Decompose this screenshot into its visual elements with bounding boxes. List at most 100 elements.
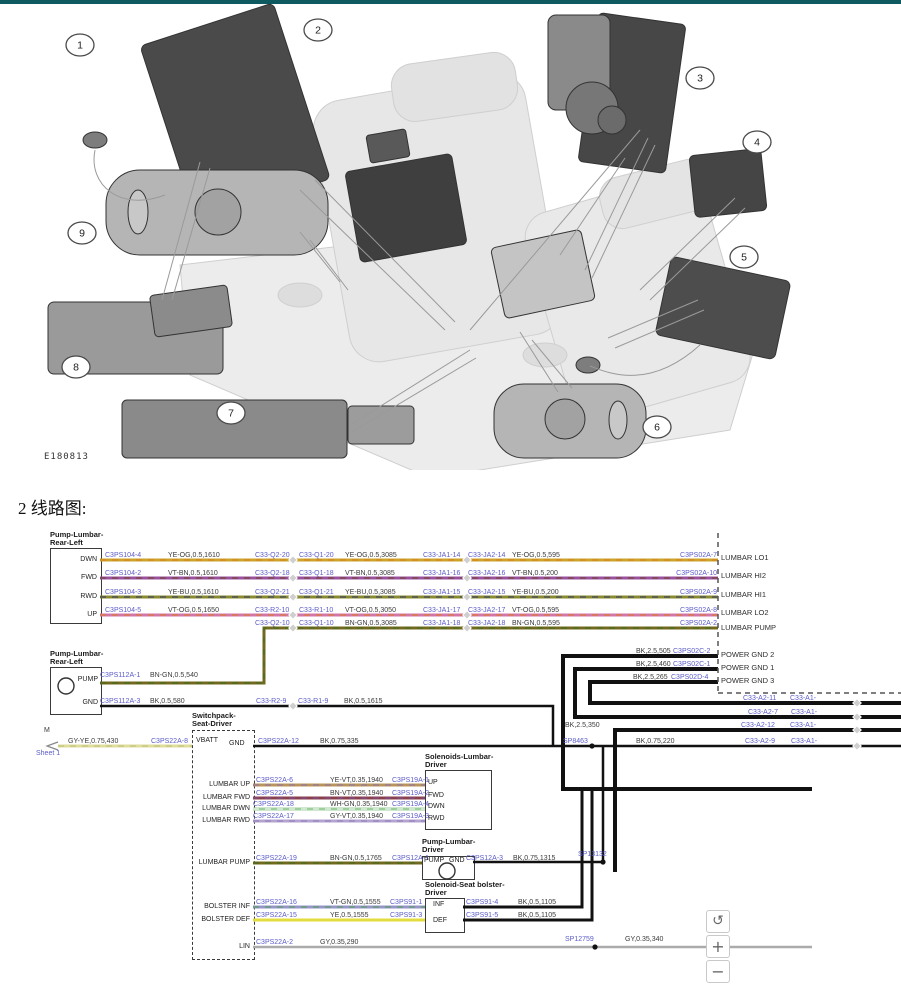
wire-label: Pump-Lumbar- (50, 530, 104, 539)
wire-label: YE,0.5,1555 (330, 912, 369, 919)
wire-label: C3PS02A-7 (680, 552, 717, 559)
wire-label: C3PS22A-17 (253, 813, 294, 820)
wire-label: UP (87, 611, 97, 618)
wire-label: C33-JA1-18 (423, 620, 461, 627)
inline-connector-icon (288, 701, 298, 711)
wire-label: C33-A2-9 (745, 738, 775, 745)
wire-label: Pump-Lumbar- (422, 837, 476, 846)
wire-label: GY-YE,0.75,430 (68, 738, 119, 745)
wire-label: LUMBAR LO1 (721, 553, 769, 562)
wire-label: Rear-Left (50, 657, 83, 666)
wire-label: BK,0.5,1615 (344, 698, 383, 705)
wire-label: BOLSTER DEF (201, 916, 250, 923)
splice-dot (592, 944, 598, 950)
inline-connector-icon (288, 610, 298, 620)
wire-label: POWER GND 3 (721, 676, 775, 685)
wire-label: C3PS22A-12 (258, 738, 299, 745)
wire-label: C33-JA2-18 (468, 620, 506, 627)
wire-label: UP (428, 779, 438, 786)
offsheet-arrow-icon (45, 741, 59, 751)
wire-label: POWER GND 2 (721, 650, 775, 659)
wire-label: C33-Q2-18 (255, 570, 290, 577)
component-box-5 (425, 898, 465, 933)
svg-text:5: 5 (741, 252, 747, 264)
wire-label: C33-R2-10 (255, 607, 290, 614)
wire-label: C3PS22A-16 (256, 899, 297, 906)
wire-label: C33-Q1-21 (299, 589, 334, 596)
wire-label: Rear-Left (50, 538, 83, 547)
wire-label: C33-R1-9 (298, 698, 329, 705)
component-box-3 (425, 770, 492, 830)
inline-connector-icon (462, 573, 472, 583)
wire-label: BK,0.5,1105 (518, 912, 557, 919)
wire-stripe-BN-GN (100, 627, 718, 684)
inline-connector-icon (462, 623, 472, 633)
callout-9: 9 (67, 221, 97, 245)
wire-label: C33-JA1-15 (423, 589, 461, 596)
wire-label: VT-GN,0.5,1555 (330, 899, 381, 906)
wire-label: DWN (428, 803, 445, 810)
wire-label: VBATT (196, 737, 219, 744)
wire-BK (561, 654, 812, 791)
wire-label: LUMBAR DWN (202, 805, 250, 812)
connector-plug-left (82, 131, 108, 149)
callout-4: 4 (742, 130, 772, 154)
wire-label: C3PS91-3 (390, 912, 423, 919)
wire-label: C3PS02A-8 (680, 607, 717, 614)
wire-BK (100, 704, 555, 746)
wire-label: C3PS104-3 (105, 589, 142, 596)
wire-label: C3PS22A-5 (256, 790, 293, 797)
wire-label: C33-JA1-17 (423, 607, 461, 614)
wire-label: GY-VT,0.35,1940 (330, 813, 384, 820)
callout-7: 7 (216, 401, 246, 425)
wire-label: SP13132 (578, 851, 607, 858)
splice-dot (589, 743, 595, 749)
wire-label: BN-GN,0.5,3085 (345, 620, 397, 627)
svg-text:8: 8 (73, 362, 79, 374)
wire-BK (613, 728, 901, 872)
wire-label: C3PS02C-2 (673, 648, 711, 655)
wire-label: Sheet 1 (36, 750, 61, 757)
wire-label: LUMBAR PUMP (721, 623, 777, 632)
wire-label: C3PS02C-1 (673, 661, 711, 668)
zoom-out-button[interactable]: − (706, 960, 730, 983)
zoom-reset-button[interactable]: ↺ (706, 910, 730, 933)
wire-label: C3PS12A-1 (392, 855, 429, 862)
wire-label: C33-Q1-18 (299, 570, 334, 577)
inline-connector-icon (288, 623, 298, 633)
connector-plug-right (575, 356, 601, 374)
callout-2: 2 (303, 18, 333, 42)
wire-label: C3PS12A-3 (466, 855, 503, 862)
wire-label: C33-A2-7 (748, 709, 778, 716)
wire-label: C33-Q2-21 (255, 589, 290, 596)
wire-label: C33-JA2-16 (468, 570, 506, 577)
wire-label: YE-OG,0.5,1610 (168, 552, 220, 559)
figure-code: E180813 (44, 452, 89, 462)
callout-8: 8 (61, 355, 91, 379)
zoom-in-button[interactable]: + (706, 935, 730, 958)
wire-label: LUMBAR HI1 (721, 590, 767, 599)
wire-label: RWD (80, 593, 97, 600)
wire-label: C3PS02A-2 (680, 620, 717, 627)
pump-motor-icon (438, 862, 456, 880)
headrest-left (390, 51, 519, 122)
inline-connector-icon (288, 592, 298, 602)
wire-BK (463, 791, 594, 922)
wire-label: FWD (428, 792, 444, 799)
wire-label: BN-GN,0.5,540 (150, 672, 198, 679)
switch-9 (105, 169, 329, 256)
svg-text:3: 3 (697, 73, 703, 85)
wire-label: LUMBAR PUMP (198, 859, 250, 866)
wire-label: SP12759 (565, 936, 594, 943)
wire-label: RWD (428, 815, 445, 822)
wire-BK (588, 680, 901, 705)
wire-label: YE-BU,0.5,1610 (168, 589, 219, 596)
wire-label: BK,0.75,335 (320, 738, 359, 745)
wire-label: C3PS22A-6 (256, 777, 293, 784)
wire-label: INF (433, 901, 445, 908)
wire-label: C3PS22A-2 (256, 939, 293, 946)
module-seat-center (345, 153, 467, 263)
wire-label: BK,0.5,1105 (518, 899, 557, 906)
